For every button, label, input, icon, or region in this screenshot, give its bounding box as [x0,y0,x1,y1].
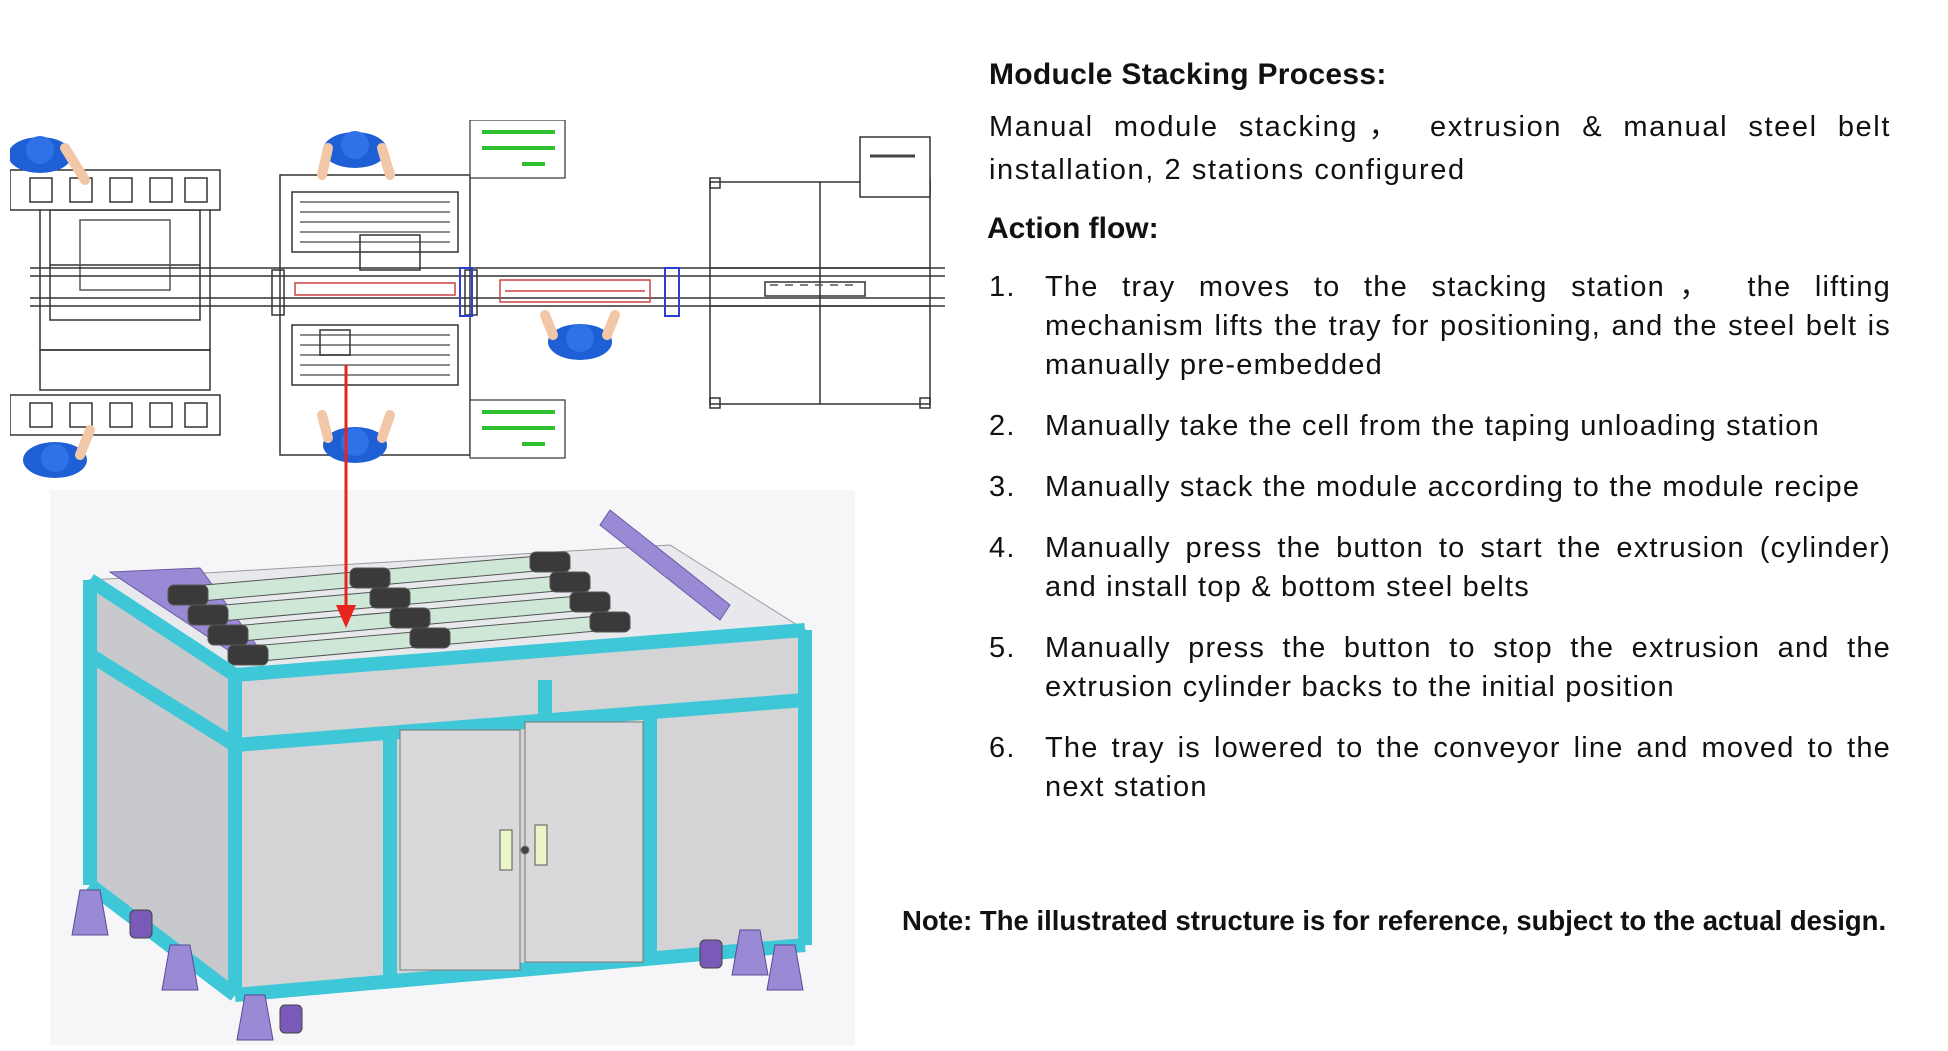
material-label-top [469,120,566,179]
list-item: 4. Manually press the button to start th… [985,529,1891,607]
step-number: 6. [989,732,1016,764]
cell-conveyor-top [10,169,221,211]
leveling-feet [71,889,804,1041]
process-description: Manual module stacking， extrusion & manu… [989,111,1891,186]
caster-wheels [129,909,723,1034]
step-text: Manually stack the module according to t… [1045,471,1861,503]
step-text: Manually press the button to start the e… [1045,532,1891,603]
step-text: The tray moves to the stacking station， … [1045,271,1891,381]
process-title: Moducle Stacking Process: [989,58,1387,91]
operator-icon [317,410,395,463]
list-item: 6. The tray is lowered to the conveyor l… [985,729,1891,807]
list-item: 2. Manually take the cell from the tapin… [985,407,1891,446]
action-flow-list: 1. The tray moves to the stacking statio… [985,268,1895,807]
material-label-bottom [469,399,566,459]
step-number: 1. [989,271,1016,303]
stacking-station [271,174,478,456]
list-item: 5. Manually press the button to stop the… [985,629,1891,707]
step-number: 3. [989,471,1016,503]
main-conveyor-line [30,267,945,307]
cell-conveyor-bottom [10,394,221,436]
operator-icon [317,131,395,180]
layout-drawing [10,120,945,478]
step-text: Manually take the cell from the taping u… [1045,410,1820,442]
buffer-section [499,279,651,303]
operator-icon [540,310,620,360]
step-number: 5. [989,632,1016,664]
text-panel: Moducle Stacking Process: Manual module … [985,58,1895,829]
roller-set [167,551,632,666]
action-flow-title: Action flow: [987,212,1159,245]
list-item: 3. Manually stack the module according t… [985,468,1891,507]
step-text: Manually press the button to stop the ex… [1045,632,1891,703]
cabinet-doors [399,721,644,971]
step-text: The tray is lowered to the conveyor line… [1045,732,1891,803]
operator-icon [23,425,95,478]
right-station [709,177,931,409]
step-number: 2. [989,410,1016,442]
cyan-frame [83,574,812,1002]
left-station [39,189,211,391]
stacking-machine-render [50,490,855,1045]
title-block [859,136,931,198]
reference-note: Note: The illustrated structure is for r… [902,905,1887,936]
operator-icon [10,136,90,185]
step-number: 4. [989,532,1016,564]
list-item: 1. The tray moves to the stacking statio… [985,268,1891,385]
